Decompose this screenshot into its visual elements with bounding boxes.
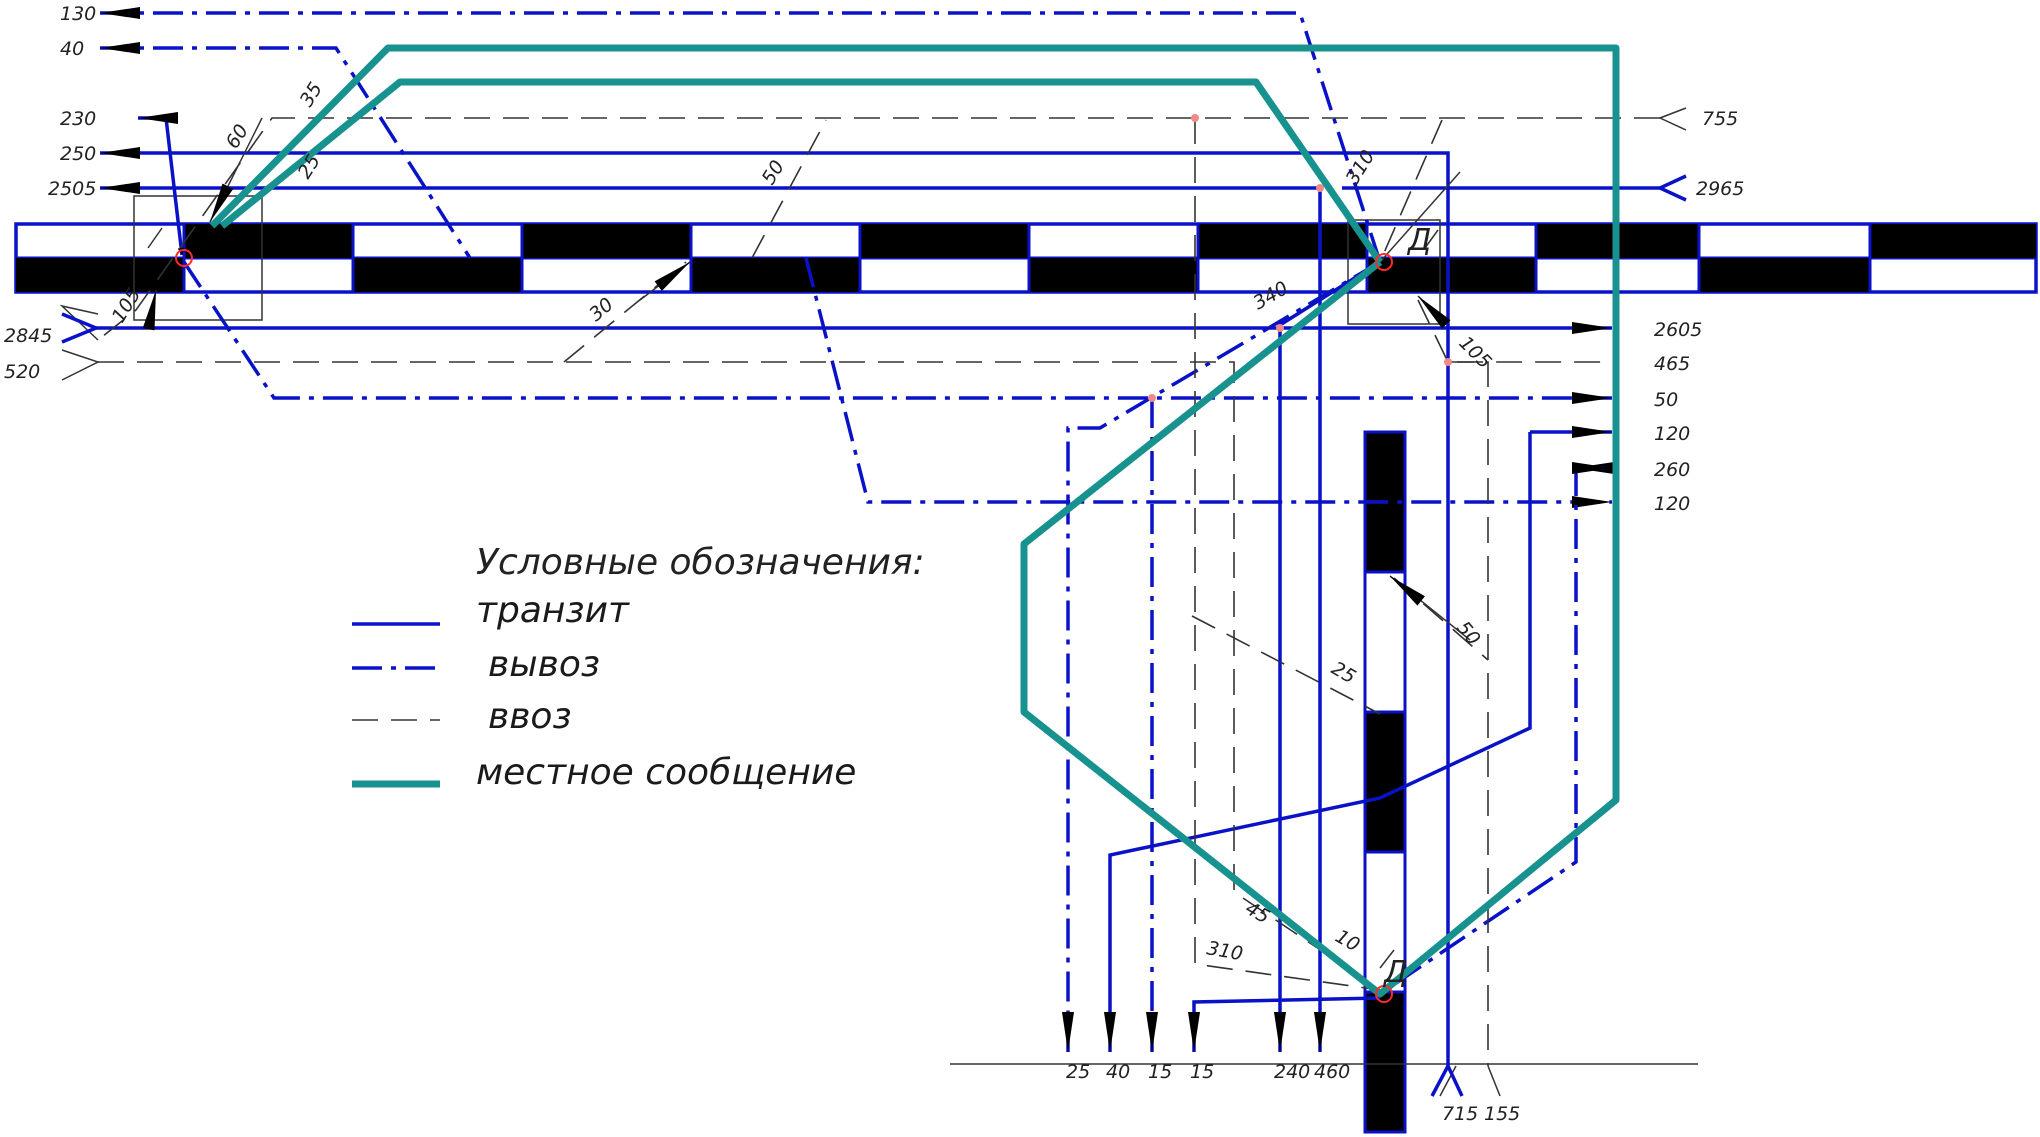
import-flows (61, 117, 1660, 1066)
switch-label: Д (1382, 955, 1407, 990)
turn-label: 10 (1332, 925, 1364, 956)
legend-label-import: ввоз (488, 696, 572, 737)
left-label: 250 (60, 143, 96, 165)
export-flows (100, 6, 1614, 1052)
left-label: 130 (60, 3, 96, 25)
bottom-label: 460 (1314, 1061, 1350, 1083)
right-label: 120 (1654, 423, 1690, 445)
bottom-label: 25 (1066, 1061, 1090, 1083)
legend-title: Условные обозначения: (476, 542, 925, 583)
branch-track (1363, 430, 1407, 1134)
right-flow-labels: 755 2965 2605 465 50 120 260 120 (1654, 108, 1744, 515)
bottom-label: 15 (1190, 1061, 1214, 1083)
right-label: 2965 (1696, 178, 1744, 200)
switch-arrows (142, 117, 1471, 641)
left-flow-labels: 130 40 230 250 2505 2845 520 (4, 3, 96, 383)
switch-label: Д (1406, 223, 1431, 258)
bottom-label: 15 (1148, 1061, 1172, 1083)
legend-label-transit: транзит (476, 590, 630, 631)
nodes (175, 114, 1452, 1003)
left-label: 520 (4, 361, 40, 383)
legend: Условные обозначения: транзит вывоз ввоз… (352, 542, 925, 793)
left-label: 230 (60, 108, 96, 130)
turn-labels: 60 35 25 50 310 105 30 340 105 25 50 45 … (108, 78, 1496, 990)
turn-label: 25 (1328, 657, 1360, 688)
local-flows (209, 44, 1620, 998)
right-label: 50 (1654, 389, 1678, 411)
transit-flows (61, 112, 1687, 1097)
left-label: 2845 (4, 325, 52, 347)
right-label: 2605 (1654, 319, 1702, 341)
turn-label: 105 (1454, 332, 1495, 373)
legend-label-export: вывоз (488, 644, 600, 685)
bottom-flow-labels: 25 40 15 15 240 460 715 155 (1066, 1061, 1520, 1125)
turn-label: 60 (222, 120, 253, 152)
turn-label: 35 (296, 78, 327, 110)
left-label: 40 (60, 38, 84, 60)
right-label: 465 (1654, 353, 1690, 375)
bottom-label: 240 (1274, 1061, 1310, 1083)
bottom-label: 40 (1106, 1061, 1130, 1083)
left-label: 2505 (48, 178, 96, 200)
turn-label: 310 (1205, 937, 1245, 965)
turn-label: 50 (758, 156, 789, 188)
turn-label: 25 (294, 150, 325, 182)
turn-label: 50 (1452, 617, 1484, 650)
legend-label-local: местное сообщение (476, 752, 856, 793)
right-label: 755 (1702, 108, 1738, 130)
right-label: 120 (1654, 493, 1690, 515)
right-label: 260 (1654, 459, 1690, 481)
main-track (14, 222, 2038, 294)
bottom-label: 155 (1484, 1103, 1520, 1125)
bottom-label: 715 (1442, 1103, 1478, 1125)
